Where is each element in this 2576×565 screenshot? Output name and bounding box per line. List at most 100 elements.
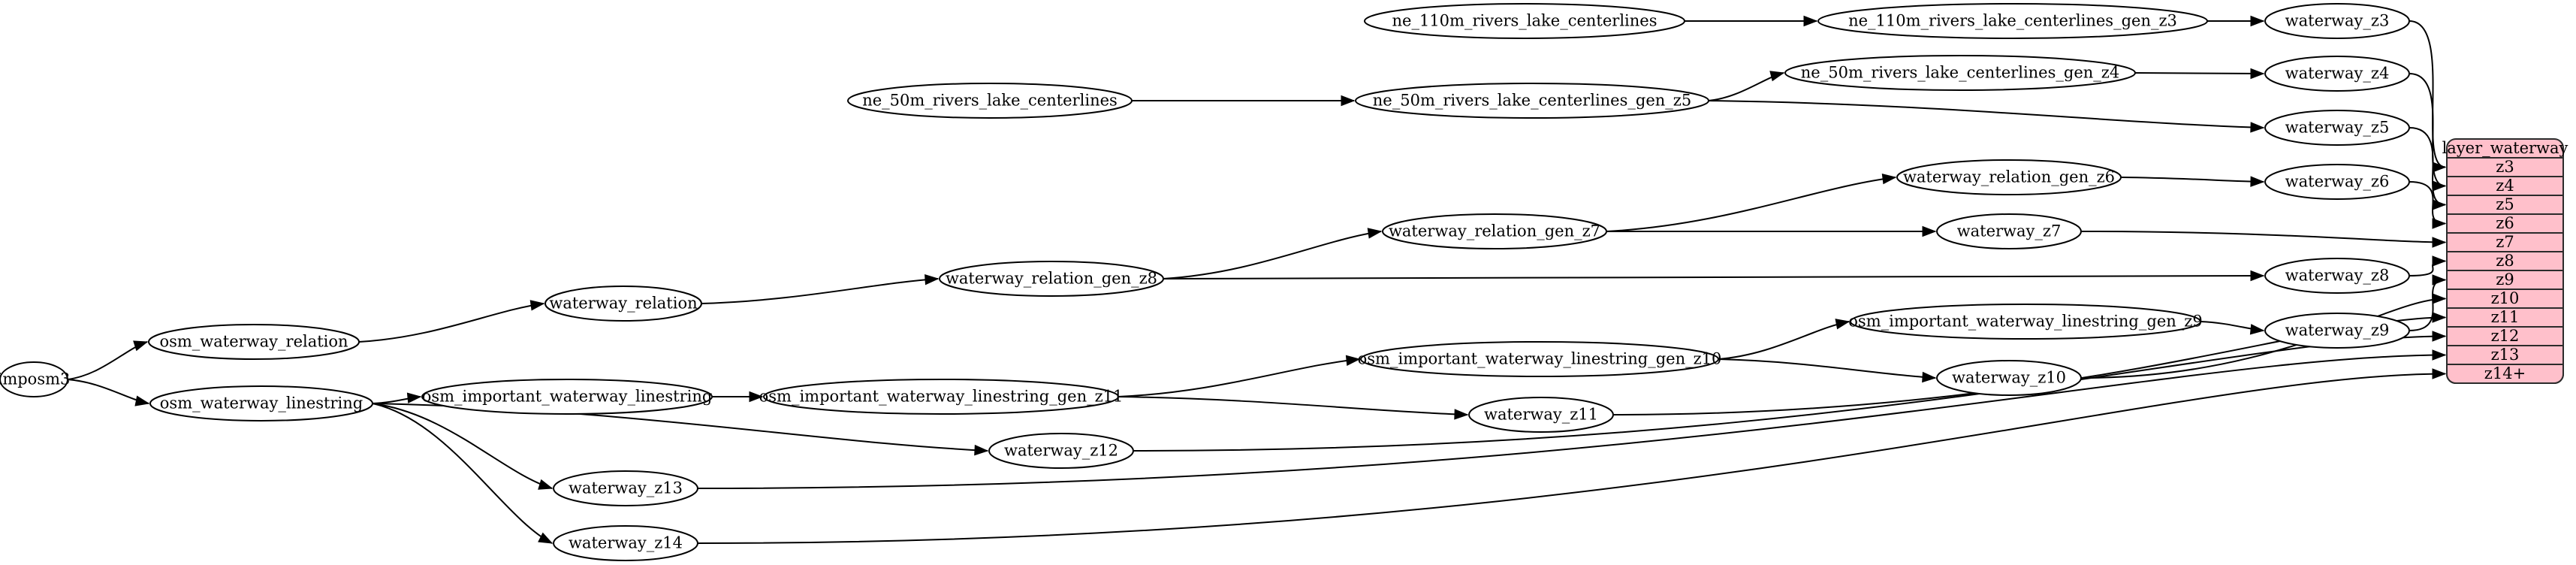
node-label: ne_50m_rivers_lake_centerlines_gen_z5	[1373, 92, 1691, 110]
graph-node[interactable]: ne_110m_rivers_lake_centerlines	[1364, 3, 1685, 39]
node-ellipse	[1896, 159, 2122, 195]
layer-table-row[interactable]	[2446, 364, 2564, 384]
edge-arrowhead	[1345, 355, 1361, 366]
node-label: waterway_z8	[2285, 267, 2390, 285]
graph-node[interactable]: ne_110m_rivers_lake_centerlines_gen_z3	[1817, 3, 2208, 39]
graph-edge	[2409, 73, 2447, 192]
edge-arrowhead	[2432, 237, 2447, 248]
edge-line	[1133, 335, 2446, 452]
edge-line	[1118, 396, 1468, 415]
graph-edge	[2200, 321, 2265, 335]
node-label: ne_50m_rivers_lake_centerlines_gen_z4	[1801, 64, 2119, 82]
graph-node[interactable]: osm_waterway_relation	[148, 324, 360, 360]
layer-table-row-label: z9	[2496, 270, 2514, 289]
graph-node[interactable]: waterway_z7	[1936, 213, 2082, 249]
graph-edge	[1685, 15, 1818, 27]
graph-node[interactable]: waterway_relation_gen_z7	[1382, 213, 1607, 249]
node-label: osm_waterway_linestring	[160, 394, 363, 412]
edge-arrowhead	[1922, 371, 1937, 383]
edges-layer	[67, 15, 2447, 544]
edge-arrowhead	[2432, 255, 2447, 267]
edge-arrowhead	[2250, 15, 2265, 27]
graph-edge	[1606, 225, 1937, 237]
graph-node[interactable]: osm_important_waterway_linestring	[421, 379, 713, 415]
graph-edge	[2120, 176, 2265, 187]
graph-node[interactable]: waterway_relation_gen_z8	[939, 261, 1164, 297]
graph-node[interactable]: waterway_z14	[553, 525, 698, 561]
node-ellipse	[1360, 341, 1719, 377]
edge-arrowhead	[2249, 324, 2265, 335]
edge-arrowhead	[1454, 409, 1469, 420]
edge-arrowhead	[925, 273, 940, 286]
graph-node[interactable]: waterway_z8	[2264, 258, 2410, 294]
edge-line	[2120, 177, 2264, 183]
node-label: ne_50m_rivers_lake_centerlines	[862, 92, 1118, 110]
graph-node[interactable]: osm_waterway_linestring	[149, 385, 373, 421]
edge-arrowhead	[1367, 228, 1383, 239]
edge-arrowhead	[1922, 225, 1937, 237]
node-ellipse	[149, 385, 373, 421]
graph-node[interactable]: waterway_z4	[2264, 56, 2410, 92]
node-label: waterway_z11	[1484, 406, 1598, 424]
node-ellipse	[988, 433, 1134, 469]
graph-node[interactable]: ne_50m_rivers_lake_centerlines_gen_z4	[1784, 55, 2136, 91]
node-label: waterway_z6	[2285, 173, 2390, 191]
graph-edge	[1163, 270, 2265, 282]
layer-table-row[interactable]	[2446, 157, 2564, 177]
graph-node[interactable]: ne_50m_rivers_lake_centerlines_gen_z5	[1355, 83, 1709, 119]
graph-node[interactable]: waterway_z5	[2264, 110, 2410, 146]
graph-edge	[2409, 20, 2447, 173]
graph-node[interactable]: waterway_z11	[1468, 397, 1614, 433]
node-label: osm_important_waterway_linestring	[422, 388, 713, 406]
edge-arrowhead	[133, 340, 149, 352]
graph-node[interactable]: osm_important_waterway_linestring_gen_z1…	[1358, 341, 1722, 377]
node-label: waterway_z5	[2285, 119, 2390, 137]
graph-node[interactable]: osm_important_waterway_linestring_gen_z9	[1848, 304, 2203, 340]
graph-edge	[712, 391, 764, 403]
graph-node[interactable]: waterway_z10	[1936, 360, 2082, 396]
edge-line	[1718, 321, 1850, 360]
edge-line	[372, 403, 553, 544]
node-ellipse	[1850, 304, 2201, 340]
graph-edge	[358, 300, 545, 343]
layer-table-row[interactable]	[2446, 345, 2564, 365]
edge-line	[1163, 231, 1382, 279]
edge-arrowhead	[2432, 199, 2447, 210]
node-ellipse	[1784, 55, 2136, 91]
graph-node[interactable]: waterway_z12	[988, 433, 1134, 469]
edge-line	[2409, 73, 2446, 187]
layer-table-row-label: z6	[2496, 214, 2514, 232]
graph-node[interactable]: waterway_relation_gen_z6	[1896, 159, 2122, 195]
node-label: waterway_z14	[569, 534, 683, 552]
graph-node[interactable]: waterway_z13	[553, 470, 698, 506]
node-label: ne_110m_rivers_lake_centerlines	[1392, 12, 1658, 30]
graph-node[interactable]: waterway_z9	[2264, 313, 2410, 349]
graph-edge	[1718, 358, 1937, 383]
node-label: waterway_relation_gen_z6	[1903, 168, 2115, 186]
graph-edge	[701, 273, 940, 304]
layer-table-row-label: z8	[2496, 252, 2514, 270]
graph-node[interactable]: ne_50m_rivers_lake_centerlines	[847, 83, 1133, 119]
graph-node[interactable]: imposm3	[0, 361, 70, 397]
graph-node[interactable]: osm_important_waterway_linestring_gen_z1…	[759, 379, 1124, 415]
graph-edge	[2080, 231, 2447, 248]
node-ellipse	[1364, 3, 1685, 39]
layer-table-row[interactable]	[2446, 307, 2564, 328]
edge-arrowhead	[2432, 368, 2447, 379]
graph-edge	[1118, 355, 1361, 397]
graph-node[interactable]: waterway_z6	[2264, 164, 2410, 200]
edge-line	[2409, 279, 2446, 331]
graph-edge	[1163, 228, 1383, 279]
layer-table-row[interactable]	[2446, 232, 2564, 252]
graph-edge	[2409, 274, 2447, 331]
graph-node[interactable]: waterway_z3	[2264, 3, 2410, 39]
edge-arrowhead	[406, 392, 422, 403]
node-label: waterway_relation_gen_z7	[1389, 222, 1600, 240]
edge-arrowhead	[2432, 331, 2447, 342]
node-ellipse	[2264, 258, 2410, 294]
node-label: waterway_z4	[2285, 65, 2390, 83]
layer-table-row[interactable]	[2446, 326, 2564, 346]
node-ellipse	[148, 324, 360, 360]
graph-node[interactable]: waterway_relation	[544, 286, 702, 322]
